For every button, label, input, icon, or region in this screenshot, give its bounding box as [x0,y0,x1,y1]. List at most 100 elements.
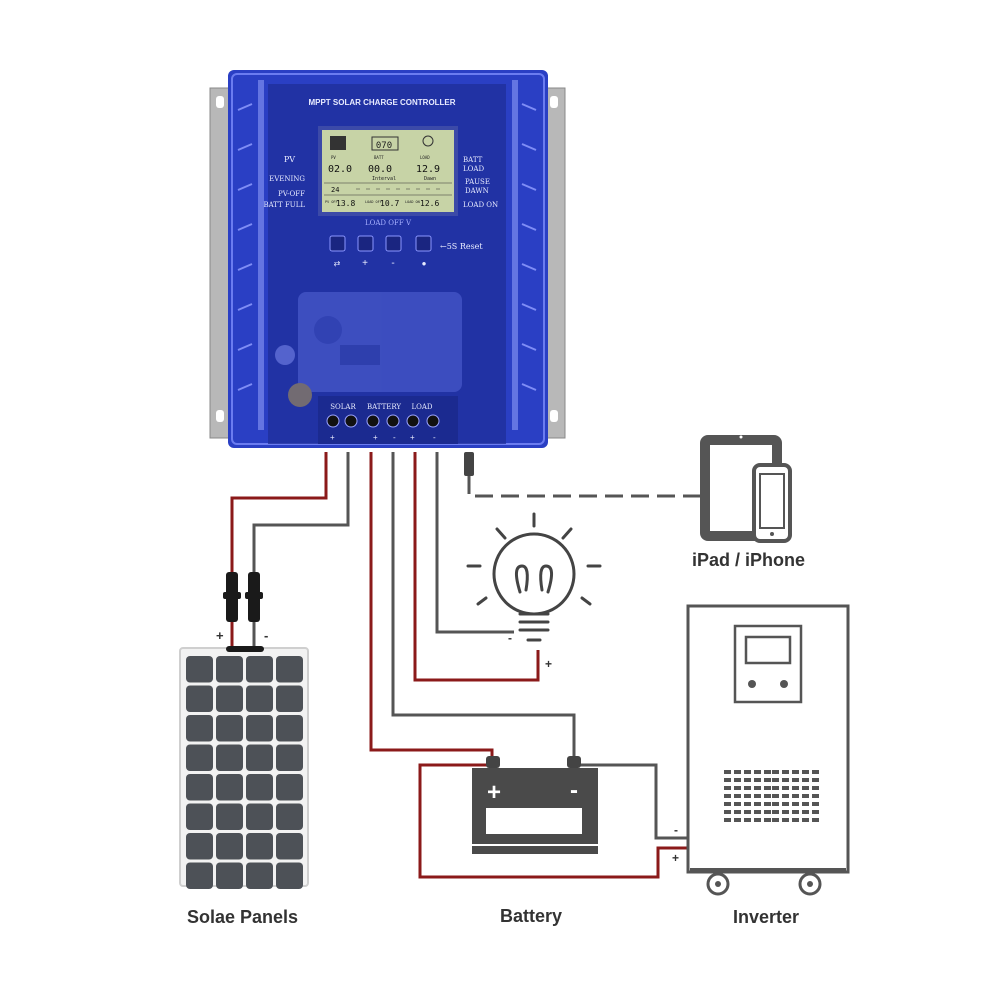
solar-cell [216,685,243,712]
vent-slot [772,778,779,782]
load-positive-wire [413,452,540,682]
vent-slot [754,810,761,814]
pv-off-label: PV-OFF [278,190,305,198]
vent-slot [782,802,789,806]
solar-cell [246,685,273,712]
battery-positive-terminal[interactable] [366,414,380,428]
internal-circuit [275,292,462,407]
solar-cell [246,833,273,860]
vent-slot [792,778,799,782]
plus-button-label: + [362,258,368,269]
load-indicator-label: LOAD [463,165,484,173]
lcd-load-label: LOAD [420,155,430,160]
vent-slot [724,770,731,774]
inverter-positive-wire [418,763,688,879]
inverter-knob [748,680,756,688]
vent-slot [812,794,819,798]
solar-negative-terminal[interactable] [344,414,358,428]
vent-slot [744,818,751,822]
solar-cell [186,744,213,771]
solar-cell [276,744,303,771]
lcd-load-on-label: LOAD ON [405,200,420,204]
vent-slot [802,810,809,814]
vent-slot [744,794,751,798]
vent-slot [724,794,731,798]
solar-positive-terminal[interactable] [326,414,340,428]
terminal-load-minus: - [433,433,436,442]
menu-button[interactable] [329,235,346,252]
panel-plus-sign: + [216,628,224,643]
solar-cell [186,803,213,830]
solar-cell [186,715,213,742]
vent-slot [734,810,741,814]
vent-slot [764,778,771,782]
solar-positive-wire [230,452,328,585]
vent-slot [812,786,819,790]
controller-title: MPPT SOLAR CHARGE CONTROLLER [308,98,455,107]
charge-controller: MPPT SOLAR CHARGE CONTROLLER PV EVENING … [209,70,566,448]
reset-label: ←5S Reset [440,242,483,251]
battery-negative-terminal[interactable] [386,414,400,428]
evening-label: EVENING [269,175,305,183]
mount-hole [550,96,558,108]
solar-negative-wire [252,452,350,585]
vent-slot [754,770,761,774]
lcd-solar-icon [330,136,346,150]
minus-button[interactable] [385,235,402,252]
mount-hole [550,410,558,422]
vent-slot [764,770,771,774]
vent-slot [812,818,819,822]
load-negative-wire [435,452,514,634]
battery-positive-wire [369,452,494,765]
solar-cell [276,656,303,683]
lcd-pv-label: PV [331,155,336,160]
vent-slot [812,810,819,814]
vent-slot [764,802,771,806]
plus-button[interactable] [357,235,374,252]
lcd-lower-caption: LOAD OFF V [365,219,412,227]
vent-slot [764,818,771,822]
vent-slot [772,770,779,774]
phone-icon [752,463,792,543]
lcd-pv-value: 02.0 [328,164,352,175]
vent-slot [744,786,751,790]
solar-cell [186,833,213,860]
inverter-icon [686,604,850,896]
vent-slot [744,810,751,814]
vent-slot [724,802,731,806]
vent-slot [724,818,731,822]
solar-cell [276,685,303,712]
solar-cell [246,744,273,771]
battery-negative-wire [391,452,576,765]
battery-window [486,808,582,834]
vent-slot [764,786,771,790]
vent-slot [792,794,799,798]
minus-button-label: - [391,258,394,269]
load-button[interactable] [415,235,432,252]
lcd-interval-label: Interval [372,176,396,182]
solar-cell [186,656,213,683]
vent-slot [812,770,819,774]
solar-cell [216,715,243,742]
vent-slot [734,802,741,806]
lcd-bulb-icon [422,135,434,147]
solar-cell [216,656,243,683]
solar-cell [186,862,213,889]
vent-slot [754,802,761,806]
terminal-load-plus: + [410,433,415,442]
vent-slot [782,786,789,790]
menu-button-icon: ⇄ [334,259,341,268]
solar-cell [186,774,213,801]
inverter-plus-sign: + [672,851,679,865]
vent-slot [782,794,789,798]
vent-slot [724,778,731,782]
solar-cell [216,833,243,860]
load-on-label: LOAD ON [463,201,498,209]
ipad-iphone-label: iPad / iPhone [692,550,806,570]
solar-cell [276,715,303,742]
vent-slot [754,786,761,790]
terminal-battery-label: BATTERY [367,403,401,411]
load-positive-terminal[interactable] [406,414,420,428]
load-negative-terminal[interactable] [426,414,440,428]
inverter-knob [780,680,788,688]
